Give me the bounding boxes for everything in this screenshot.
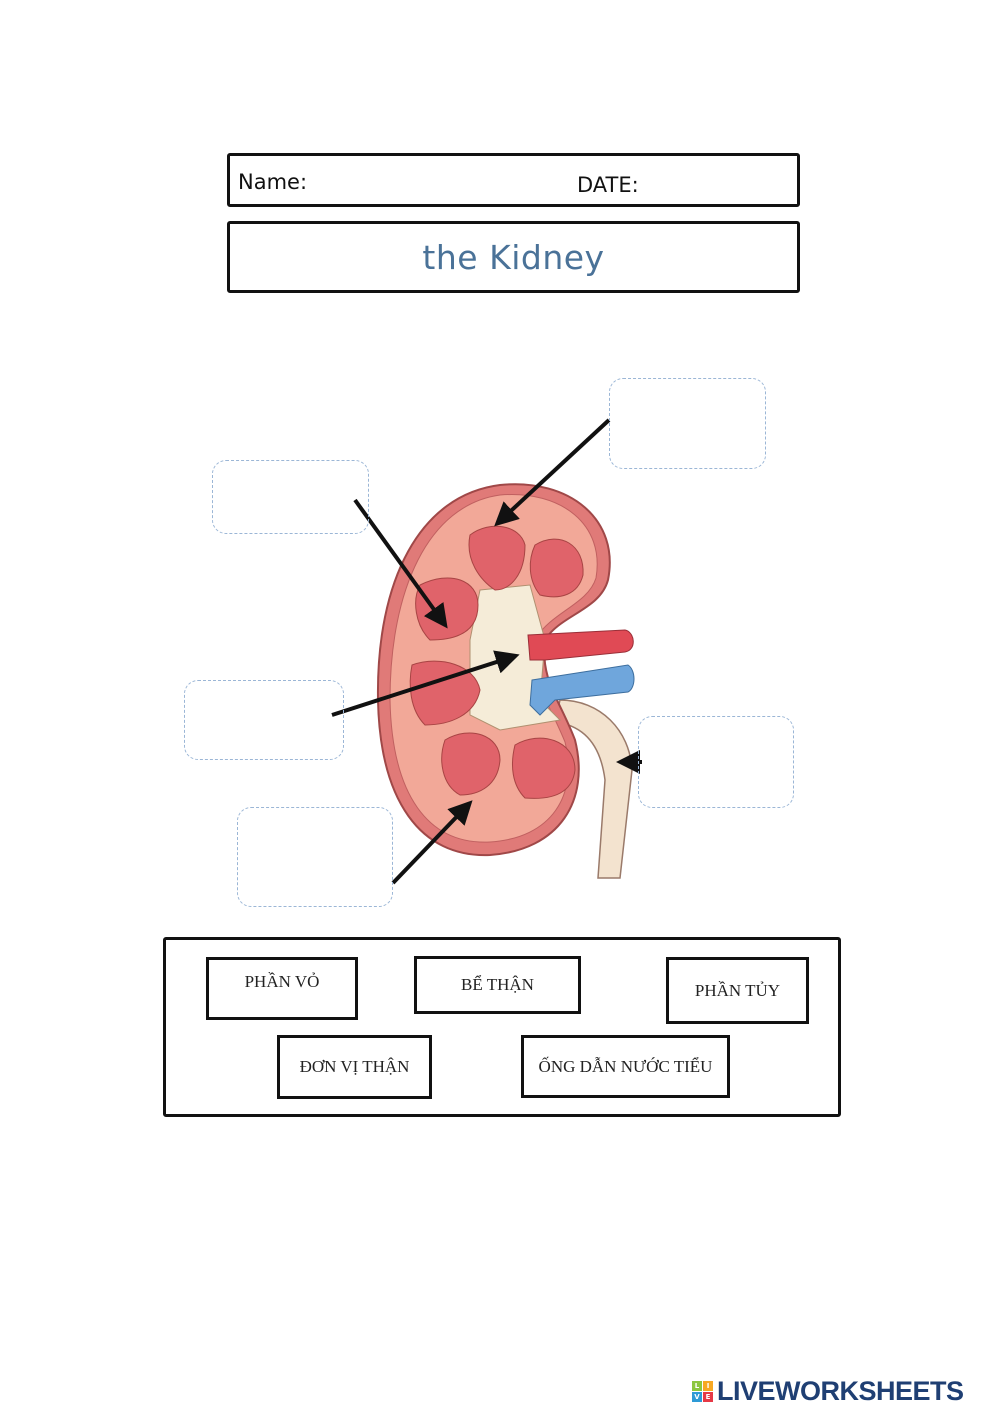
arrow [391,800,473,885]
answer-box-right[interactable] [638,716,794,808]
answer-box-top-left[interactable] [212,460,369,534]
arrow [494,418,611,527]
logo-text: LIVEWORKSHEETS [717,1376,964,1406]
logo-cube-icon: L I V E [692,1381,713,1402]
medullary-pyramids [409,525,584,799]
name-label: Name: [238,170,308,194]
word-phan-vo[interactable]: PHẦN VỎ [206,957,358,1020]
page-title: the Kidney [422,238,605,277]
pyramid [468,525,526,591]
word-bank: PHẦN VỎ BỂ THẬN PHẦN TỦY ĐƠN VỊ THẬN ỐNG… [163,937,841,1117]
word-ong-dan-nuoc-tieu[interactable]: ỐNG DẪN NƯỚC TIỂU [521,1035,730,1098]
name-date-box: Name: DATE: [227,153,800,207]
renal-artery [527,629,634,661]
answer-box-top-right[interactable] [609,378,766,469]
answer-box-middle-left[interactable] [184,680,344,760]
renal-vein [529,664,635,716]
pyramid [512,737,576,799]
date-label: DATE: [577,173,639,197]
arrow [331,650,520,717]
word-be-than[interactable]: BỂ THẬN [414,956,581,1014]
pyramid [441,732,501,796]
word-don-vi-than[interactable]: ĐƠN VỊ THẬN [277,1035,432,1099]
cube-letter: V [692,1392,702,1402]
liveworksheets-logo: L I V E LIVEWORKSHEETS [692,1376,964,1407]
pointer-arrows [331,418,642,885]
title-box: the Kidney [227,221,800,293]
pyramid [529,538,584,598]
arrow [353,498,448,629]
cube-letter: E [703,1392,713,1402]
cube-letter: I [703,1381,713,1391]
word-phan-tuy[interactable]: PHẦN TỦY [666,957,809,1024]
cube-letter: L [692,1381,702,1391]
ureter [554,699,633,879]
answer-box-bottom-left[interactable] [237,807,393,907]
pyramid [409,660,481,726]
